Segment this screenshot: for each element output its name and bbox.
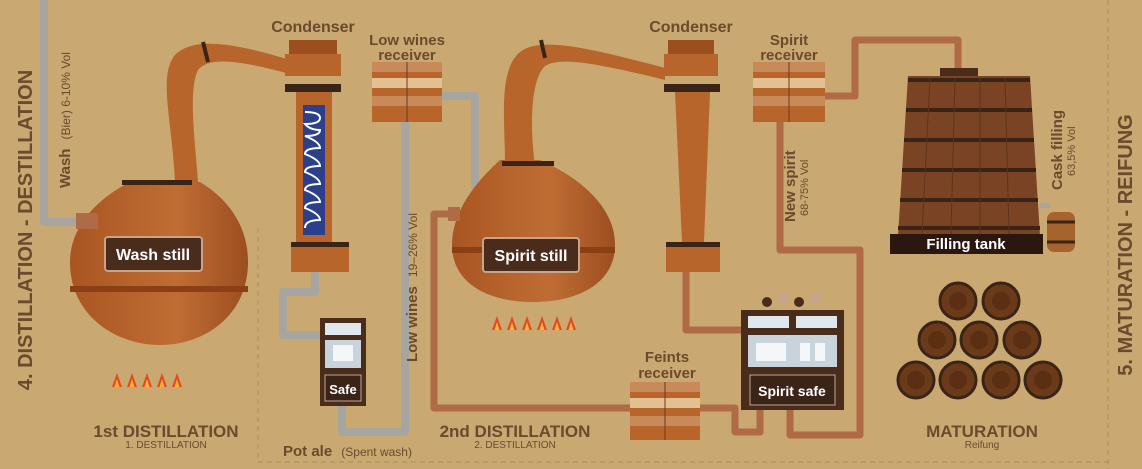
low-wines-receiver: [372, 62, 442, 122]
feints-receiver-label-2: receiver: [638, 365, 696, 382]
condenser-2: [664, 40, 720, 272]
new-spirit-label: New spirit: [782, 150, 799, 222]
cask-filling-detail: 63,5% Vol: [1066, 126, 1078, 176]
spirit-safe-label: Spirit safe: [758, 383, 826, 399]
spirit-receiver-label-1: Spirit: [770, 32, 808, 49]
copper-pipes: [430, 36, 962, 439]
section-boundary: [257, 228, 1108, 463]
spirit-receiver-label-2: receiver: [760, 47, 818, 64]
maturation-subtitle: Reifung: [965, 440, 999, 451]
condenser-2-label: Condenser: [649, 19, 733, 36]
wash-label: Wash (Bier) 6-10% Vol: [55, 52, 74, 188]
maturation-title: MATURATION: [926, 422, 1038, 441]
cask-filling-label: Cask filling: [1049, 110, 1066, 190]
condenser-1-label: Condenser: [271, 19, 355, 36]
small-cask: [1047, 212, 1075, 252]
condenser-1: [285, 40, 349, 272]
right-side-title: 5. MATURATION - REIFUNG: [1115, 114, 1137, 375]
spirit-still: Spirit still: [448, 39, 665, 302]
feints-receiver-label-1: Feints: [645, 349, 689, 366]
low-wines-receiver-label-2: receiver: [378, 47, 436, 64]
flames-1: [112, 373, 182, 387]
wash-still: Wash still: [70, 41, 290, 345]
second-distillation-subtitle: 2. DESTILLATION: [474, 440, 556, 451]
barrel-stack: [896, 281, 1063, 400]
new-spirit-detail: 68-75% Vol: [799, 160, 811, 216]
first-distillation-subtitle: 1. DESTILLATION: [125, 440, 207, 451]
second-distillation-title: 2nd DISTILLATION: [440, 422, 591, 441]
pot-ale-label: Pot ale (Spent wash): [283, 441, 412, 460]
wash-still-label: Wash still: [116, 247, 190, 264]
left-side-title: 4. DISTILLATION - DESTILLATION: [15, 70, 37, 390]
low-wines-label: Low wines 19–26% Vol: [402, 213, 421, 362]
flames-2: [492, 316, 576, 330]
spirit-safe: Spirit safe: [741, 292, 844, 410]
filling-tank: Filling tank: [890, 68, 1050, 254]
safe-label: Safe: [329, 382, 356, 397]
low-wines-receiver-label-1: Low wines: [369, 32, 445, 49]
spirit-receiver: [753, 62, 825, 122]
feints-receiver: [630, 382, 700, 440]
filling-tank-label: Filling tank: [926, 236, 1006, 253]
grey-pipes: [40, 0, 479, 436]
small-safe: Safe: [320, 318, 366, 406]
spirit-still-label: Spirit still: [495, 248, 568, 265]
first-distillation-title: 1st DISTILLATION: [93, 422, 238, 441]
